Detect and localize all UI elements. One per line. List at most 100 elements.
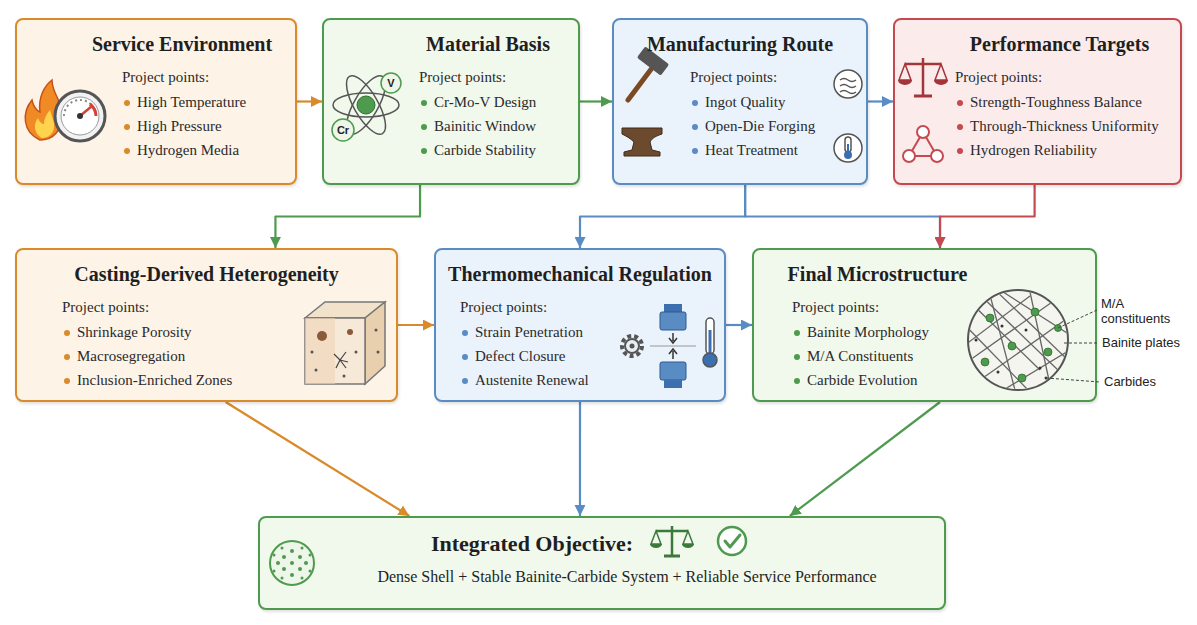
bullet-dot — [957, 148, 963, 154]
objective-text: Dense Shell + Stable Bainite-Carbide Sys… — [260, 566, 944, 588]
flow-arrow — [579, 402, 581, 516]
bullet-item: Bainite Morphology — [792, 320, 970, 344]
flow-arrow — [275, 185, 420, 248]
callout-label: Bainite plates — [1102, 335, 1192, 350]
box-heading: Material Basis — [324, 32, 578, 57]
bullet-item: Open-Die Forging — [690, 114, 826, 138]
input-box: Material BasisProject points: Cr-Mo-V Des… — [322, 18, 580, 185]
balance-icon — [898, 58, 948, 96]
thermometer-icon — [834, 134, 862, 162]
callout-label: M/A constituents — [1101, 296, 1183, 326]
anvil-icon — [622, 128, 662, 156]
bullet-item: Cr-Mo-V Design — [419, 90, 572, 114]
bullet-dot — [692, 124, 698, 130]
bullet-item: Through-Thickness Uniformity — [955, 114, 1176, 138]
section-label: Project points: — [690, 67, 826, 87]
bullet-item: High Temperature — [122, 90, 289, 114]
bullet-dot — [692, 148, 698, 154]
bullet-item: Macrosegregation — [62, 344, 296, 368]
section-label: Project points: — [792, 297, 970, 317]
box-heading: Manufacturing Route — [614, 32, 866, 57]
bullet-dot — [421, 100, 427, 106]
section-label: Project points: — [419, 67, 572, 87]
flow-arrow — [226, 402, 410, 516]
gear-icon — [622, 336, 642, 356]
objective-box: Integrated Objective: Dense Shell + Stabl… — [258, 516, 946, 610]
bullet-dot — [794, 378, 800, 384]
section-label: Project points: — [62, 297, 296, 317]
target-box: Performance TargetsProject points: Streng… — [893, 18, 1182, 185]
flow-arrow — [580, 185, 745, 248]
bullet-item: Strength-Toughness Balance — [955, 90, 1176, 114]
process-box: Thermomechanical RegulationProject point… — [434, 248, 726, 402]
element-symbol: V — [387, 77, 394, 90]
flow-arrow — [745, 185, 940, 248]
element-symbol: Cr — [337, 124, 349, 137]
box-heading: Casting-Derived Heterogeneity — [17, 262, 396, 287]
bullet-item: Heat Treatment — [690, 138, 826, 162]
bullet-item: Shrinkage Porosity — [62, 320, 296, 344]
bullet-item: Defect Closure — [460, 344, 614, 368]
bullet-dot — [794, 330, 800, 336]
molecule-icon — [903, 126, 943, 162]
atom-icon — [332, 70, 401, 141]
bullet-dot — [957, 100, 963, 106]
bullet-dot — [462, 354, 468, 360]
box-heading: Integrated Objective: — [260, 530, 944, 558]
balance-icon — [650, 526, 694, 556]
bullet-dot — [957, 124, 963, 130]
box-heading: Thermomechanical Regulation — [436, 262, 724, 287]
bullet-dot — [64, 330, 70, 336]
bullet-dot — [124, 100, 130, 106]
bullet-dot — [462, 330, 468, 336]
input-box: Service EnvironmentProject points: High T… — [15, 18, 297, 185]
flow-arrow — [398, 324, 434, 326]
bullet-dot — [64, 354, 70, 360]
box-heading: Service Environment — [17, 32, 295, 57]
section-label: Project points: — [122, 67, 289, 87]
process-box: Manufacturing RouteProject points: Ingot … — [612, 18, 868, 185]
hammer-icon — [628, 46, 669, 100]
heat-icon — [834, 70, 862, 98]
bullet-item: Carbide Evolution — [792, 368, 970, 392]
process-box: Casting-Derived HeterogeneityProject poi… — [15, 248, 398, 402]
bullet-dot — [794, 354, 800, 360]
dense-shell-icon — [270, 541, 314, 585]
flow-arrow — [790, 402, 940, 516]
flow-arrow — [868, 100, 893, 102]
bullet-dot — [421, 124, 427, 130]
flow-arrow — [580, 100, 612, 102]
bullet-dot — [421, 148, 427, 154]
check-icon — [718, 527, 746, 555]
gauge-icon — [55, 91, 105, 141]
section-label: Project points: — [460, 297, 614, 317]
bullet-item: Carbide Stability — [419, 138, 572, 162]
callout-label: Carbides — [1104, 374, 1184, 389]
flow-arrow — [726, 324, 752, 326]
thermometer-icon — [703, 318, 717, 367]
bullet-item: Inclusion-Enriched Zones — [62, 368, 296, 392]
box-heading: Final Microstructure — [754, 262, 1095, 287]
bullet-dot — [124, 124, 130, 130]
flame-icon — [25, 80, 62, 140]
flow-arrow — [940, 185, 1035, 248]
bullet-dot — [462, 378, 468, 384]
bullet-item: Ingot Quality — [690, 90, 826, 114]
press-icon — [650, 304, 696, 388]
bullet-item: M/A Constituents — [792, 344, 970, 368]
bullet-dot — [692, 100, 698, 106]
bullet-item: Hydrogen Media — [122, 138, 289, 162]
ingot-cube-icon — [305, 302, 385, 384]
bullet-item: Austenite Renewal — [460, 368, 614, 392]
bullet-item: Bainitic Window — [419, 114, 572, 138]
bullet-dot — [64, 378, 70, 384]
flow-arrow — [297, 100, 322, 102]
section-label: Project points: — [955, 67, 1176, 87]
process-box: Final MicrostructureProject points: Baini… — [752, 248, 1097, 402]
bullet-item: Strain Penetration — [460, 320, 614, 344]
microstructure-icon — [960, 285, 1100, 392]
bullet-item: Hydrogen Reliability — [955, 138, 1176, 162]
bullet-item: High Pressure — [122, 114, 289, 138]
box-heading: Performance Targets — [895, 32, 1180, 57]
bullet-dot — [124, 148, 130, 154]
